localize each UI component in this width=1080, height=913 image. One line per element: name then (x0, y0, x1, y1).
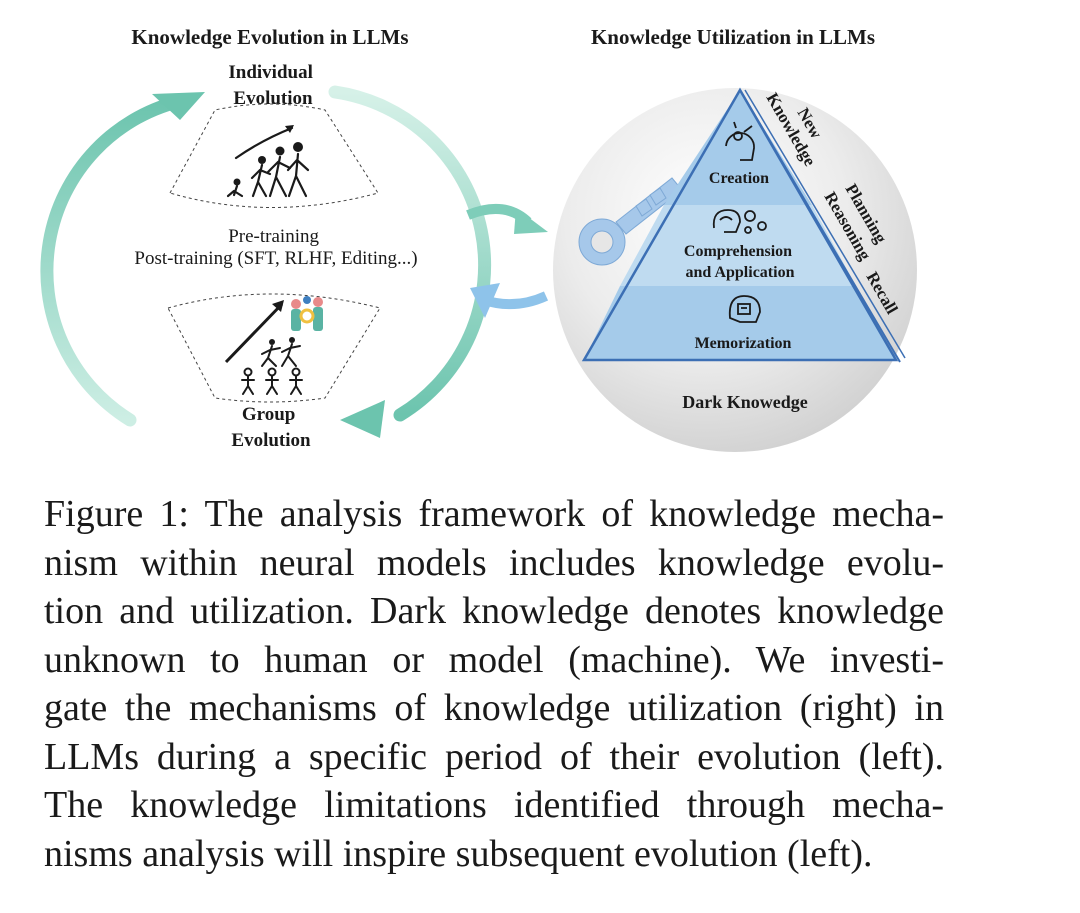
to-evolution-arrow (470, 283, 549, 318)
figure-caption: Figure 1: The analysis framework of know… (44, 490, 944, 878)
memory-head-icon (728, 295, 761, 323)
pyramid-layer-comprehension (620, 205, 856, 286)
caption-line: gate the mechanisms of knowledge utiliza… (44, 687, 944, 729)
creative-brain-icon (725, 121, 755, 161)
pyramid-top-label: Creation (709, 170, 769, 187)
key-icon (578, 177, 683, 266)
training-label: Pre-training Post-training (SFT, RLHF, E… (134, 226, 417, 269)
caption-line: unknown to human or model (machine). We … (44, 638, 944, 681)
caption-line: nisms analysis will inspire subsequent e… (44, 832, 873, 875)
caption-line: nism within neural models includes knowl… (44, 541, 944, 584)
pyramid-layer-creation (664, 90, 812, 205)
knowledge-pyramid (581, 87, 906, 363)
left-panel-title: Knowledge Evolution in LLMs (131, 25, 408, 49)
pyramid-bottom-label: Memorization (695, 335, 792, 352)
caption-line: tion and utilization. Dark knowledge den… (44, 590, 944, 632)
to-utilization-arrow (466, 203, 548, 234)
team-figures-icon (224, 296, 323, 395)
dark-knowledge-label: Dark Knowedge (682, 392, 808, 412)
pyramid-middle-label: Comprehension and Application (684, 243, 796, 281)
brain-gears-icon (712, 209, 767, 234)
pyramid-layer-memorization (584, 286, 896, 360)
group-sector (167, 293, 381, 403)
caption-line: Figure 1: The analysis framework of know… (44, 493, 944, 535)
right-panel-title: Knowledge Utilization in LLMs (591, 25, 875, 49)
caption-line: LLMs during a specific period of their e… (44, 735, 944, 778)
figure-diagram: Knowledge Evolution in LLMs Individual E… (40, 25, 917, 452)
evolution-cycle-arrows (40, 85, 492, 438)
individual-evolution-label: Individual Evolution (228, 62, 317, 109)
climbing-figures-icon (226, 125, 310, 198)
caption-line: The knowledge limitations identified thr… (44, 784, 944, 826)
individual-sector (169, 103, 379, 208)
group-evolution-label: Group Evolution (231, 404, 311, 451)
